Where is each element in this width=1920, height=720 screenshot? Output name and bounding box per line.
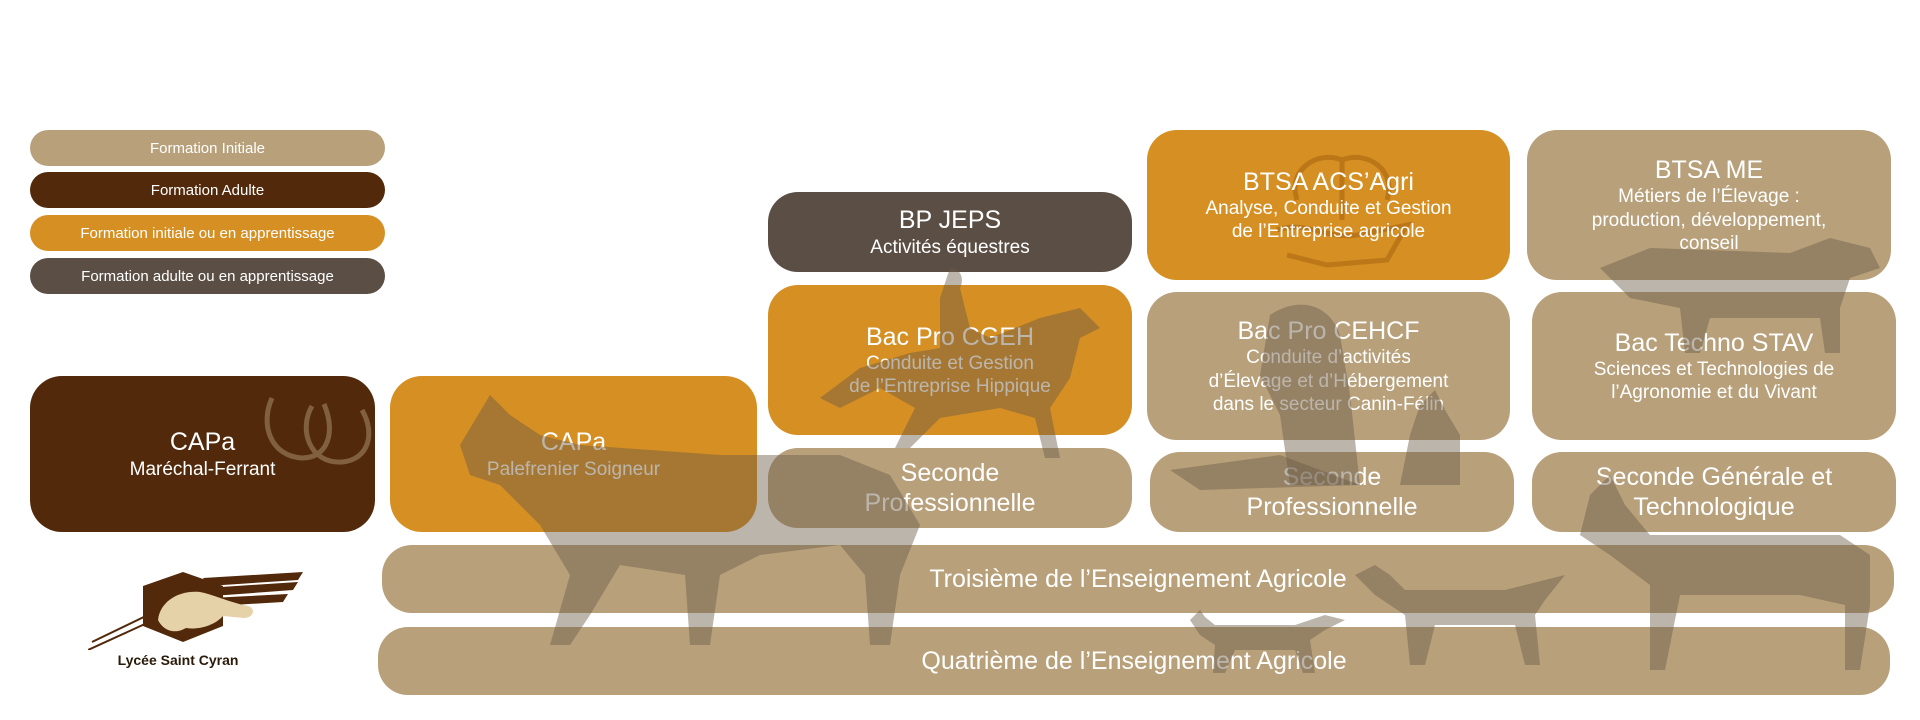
box-line: Professionnelle bbox=[1246, 493, 1418, 521]
box-line: Analyse, Conduite et Gestion bbox=[1205, 198, 1452, 220]
box-title: Quatrième de l’Enseignement Agricole bbox=[921, 646, 1347, 675]
box-title: BTSA ACS’Agri bbox=[1243, 167, 1414, 196]
box-line: Conduite d’activités bbox=[1246, 347, 1411, 369]
legend-formation-initiale-apprentissage: Formation initiale ou en apprentissage bbox=[30, 215, 385, 251]
hand-leaf-icon bbox=[1276, 154, 1412, 268]
legend-formation-adulte-apprentissage: Formation adulte ou en apprentissage bbox=[30, 258, 385, 294]
legend-label: Formation adulte ou en apprentissage bbox=[81, 267, 334, 285]
bac-pro-cgeh-box: Bac Pro CGEH Conduite et Gestion de l’En… bbox=[768, 285, 1132, 435]
legend-label: Formation initiale ou en apprentissage bbox=[80, 224, 335, 242]
box-line: Seconde bbox=[900, 458, 1000, 487]
legend-label: Formation Initiale bbox=[149, 139, 266, 157]
box-line: Seconde bbox=[1282, 462, 1382, 491]
box-subtitle: Palefrenier Soigneur bbox=[486, 458, 661, 480]
legend-label: Formation Adulte bbox=[150, 181, 265, 199]
seconde-professionnelle-box: Seconde Professionnelle bbox=[1150, 452, 1514, 532]
box-title: CAPa bbox=[540, 428, 607, 457]
legend-formation-initiale: Formation Initiale bbox=[30, 130, 385, 166]
box-title: Bac Pro CGEH bbox=[865, 322, 1035, 351]
box-title: BP JEPS bbox=[898, 206, 1002, 235]
logo-text: Lycée Saint Cyran bbox=[117, 652, 239, 668]
btsa-me-box: BTSA ME Métiers de l’Élevage : productio… bbox=[1527, 130, 1891, 280]
box-line: l’Agronomie et du Vivant bbox=[1611, 382, 1817, 404]
horseshoe-icon bbox=[264, 396, 372, 465]
bac-pro-cehcf-box: Bac Pro CEHCF Conduite d’activités d’Éle… bbox=[1147, 292, 1510, 440]
quatrieme-box: Quatrième de l’Enseignement Agricole bbox=[378, 627, 1890, 695]
box-line: conseil bbox=[1679, 232, 1739, 254]
legend-formation-adulte: Formation Adulte bbox=[30, 172, 385, 208]
capa-palefrenier-soigneur-box: CAPa Palefrenier Soigneur bbox=[390, 376, 757, 532]
box-line: Conduite et Gestion bbox=[866, 353, 1034, 375]
box-title: Bac Pro CEHCF bbox=[1237, 316, 1420, 345]
troisieme-box: Troisième de l’Enseignement Agricole bbox=[382, 545, 1894, 613]
box-line: Métiers de l’Élevage : bbox=[1618, 186, 1800, 208]
box-line: Professionnelle bbox=[864, 489, 1036, 517]
box-line: de l’Entreprise Hippique bbox=[849, 376, 1051, 398]
box-line: Seconde Générale et bbox=[1595, 462, 1833, 491]
box-line: d’Élevage et d’Hébergement bbox=[1208, 370, 1449, 392]
box-subtitle: Maréchal-Ferrant bbox=[129, 458, 276, 480]
box-line: de l’Entreprise agricole bbox=[1231, 221, 1426, 243]
box-title: BTSA ME bbox=[1654, 155, 1764, 184]
horse-head-logo-icon bbox=[88, 572, 303, 650]
box-line: Sciences et Technologies de bbox=[1593, 359, 1835, 381]
box-title: Troisième de l’Enseignement Agricole bbox=[929, 564, 1347, 593]
box-line: dans le secteur Canin-Félin bbox=[1212, 393, 1445, 415]
bp-jeps-box: BP JEPS Activités équestres bbox=[768, 192, 1132, 272]
box-title: Bac Techno STAV bbox=[1614, 328, 1814, 357]
btsa-acs-agri-box: BTSA ACS’Agri Analyse, Conduite et Gesti… bbox=[1147, 130, 1510, 280]
bac-techno-stav-box: Bac Techno STAV Sciences et Technologies… bbox=[1532, 292, 1896, 440]
box-line: production, développement, bbox=[1591, 209, 1827, 231]
seconde-generale-technologique-box: Seconde Générale et Technologique bbox=[1532, 452, 1896, 532]
box-line: Technologique bbox=[1633, 493, 1795, 521]
capa-marechal-ferrant-box: CAPa Maréchal-Ferrant bbox=[30, 376, 375, 532]
school-logo: Lycée Saint Cyran bbox=[88, 570, 313, 675]
box-subtitle: Activités équestres bbox=[870, 236, 1030, 258]
seconde-professionnelle-box: Seconde Professionnelle bbox=[768, 448, 1132, 528]
box-title: CAPa bbox=[169, 428, 236, 457]
